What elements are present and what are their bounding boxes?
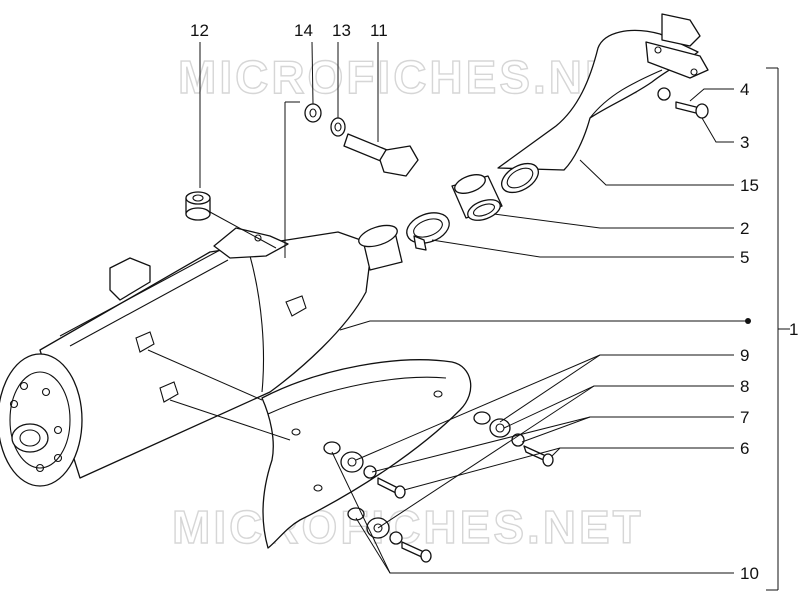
callouts: 12 14 13 11 4 3 15 2 5 1 9 8 7 6 10 [190, 21, 798, 583]
exhaust-pipe [497, 13, 709, 194]
clamp [406, 212, 450, 251]
callout-13: 13 [332, 21, 351, 40]
callout-6: 6 [740, 439, 749, 458]
muffler [0, 224, 403, 487]
callout-4: 4 [740, 80, 749, 99]
shield-fasteners [323, 411, 554, 563]
watermark-top: MICROFICHES.NET [178, 51, 650, 103]
callout-7: 7 [740, 408, 749, 427]
callout-5: 5 [740, 248, 749, 267]
callout-8: 8 [740, 377, 749, 396]
leader-lines [147, 41, 790, 591]
gasket [451, 174, 503, 221]
callout-12: 12 [190, 21, 209, 40]
callout-11: 11 [370, 21, 388, 40]
flange-bolt [657, 87, 709, 119]
heat-shield [261, 359, 472, 549]
rubber-bush [185, 191, 211, 221]
mounting-bolt [304, 103, 419, 177]
callout-14: 14 [294, 21, 313, 40]
callout-9: 9 [740, 346, 749, 365]
callout-3: 3 [740, 133, 749, 152]
callout-2: 2 [740, 219, 749, 238]
callout-1: 1 [789, 320, 798, 339]
callout-15: 15 [740, 176, 759, 195]
callout-10: 10 [740, 564, 759, 583]
